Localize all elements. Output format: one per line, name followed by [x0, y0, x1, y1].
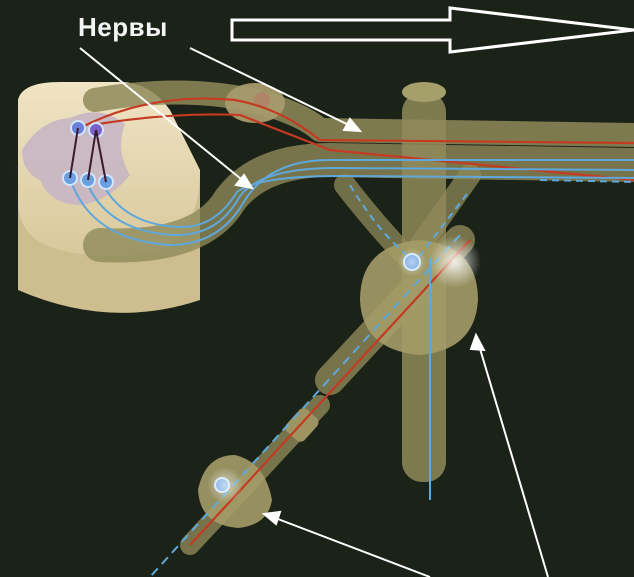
pointer-line — [478, 342, 548, 577]
pointer-line — [270, 516, 430, 577]
pointer-head — [264, 512, 280, 524]
nerves-label: Нервы — [78, 12, 168, 43]
central-canal — [12, 165, 18, 171]
direction-arrow — [232, 8, 634, 52]
pointer-head — [471, 335, 484, 350]
